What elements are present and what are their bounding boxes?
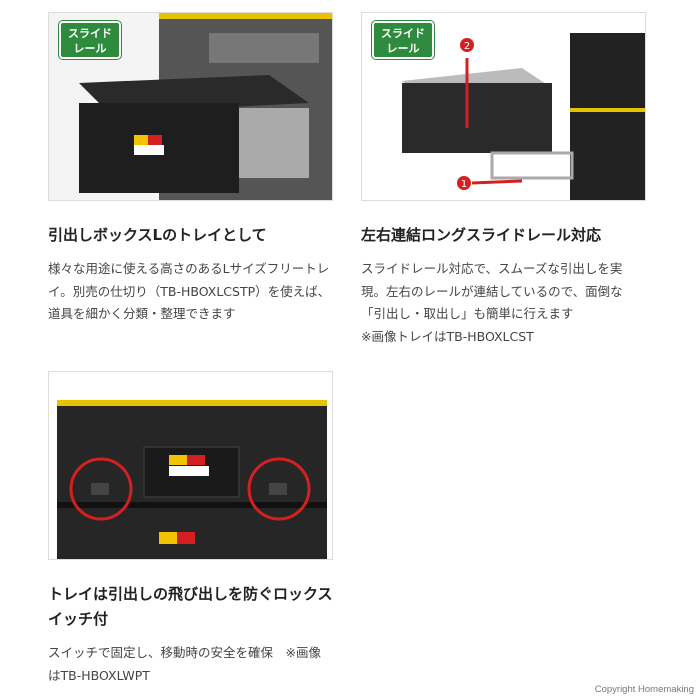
card-title: 引出しボックスLのトレイとして — [48, 226, 267, 244]
card-title: トレイは引出しの飛び出しを防ぐロックスイッチ付 — [48, 585, 333, 628]
svg-text:1: 1 — [461, 179, 467, 190]
step-2-marker — [460, 38, 474, 52]
highlight-circle — [69, 457, 133, 521]
lock-switch-illustration — [57, 400, 327, 559]
card-slide-rail: 2 1 スライドレール 左右連結ロングスライドレール対応 スライドレール対応で、… — [361, 12, 646, 348]
slide-rail-badge: スライドレール — [371, 20, 435, 60]
drawer-illustration — [79, 13, 332, 200]
card-title: 左右連結ロングスライドレール対応 — [361, 226, 602, 244]
card-body: スライドレール対応で、スムーズな引出しを実現。左右のレールが連結しているので、面… — [361, 261, 623, 344]
card-drawer-tray: スライドレール 引出しボックスLのトレイとして 様々な用途に使える高さのあるLサ… — [48, 12, 333, 326]
card-body: 様々な用途に使える高さのあるLサイズフリートレイ。別売の仕切り（TB-HBOXL… — [48, 261, 331, 321]
product-image-lock-switch — [48, 371, 333, 560]
product-image-slide-rail: 2 1 スライドレール — [361, 12, 646, 201]
card-lock-switch: トレイは引出しの飛び出しを防ぐロックスイッチ付 スイッチで固定し、移動時の安全を… — [48, 371, 333, 687]
copyright: Copyright Homemaking — [594, 684, 694, 695]
highlight-circle — [247, 457, 311, 521]
svg-text:2: 2 — [464, 41, 470, 52]
card-body: スイッチで固定し、移動時の安全を確保 ※画像はTB-HBOXLWPT — [48, 645, 321, 683]
product-image-drawer: スライドレール — [48, 12, 333, 201]
slide-rail-badge: スライドレール — [58, 20, 122, 60]
slide-rail-illustration: 2 1 — [402, 33, 645, 200]
step-1-marker — [457, 176, 471, 190]
